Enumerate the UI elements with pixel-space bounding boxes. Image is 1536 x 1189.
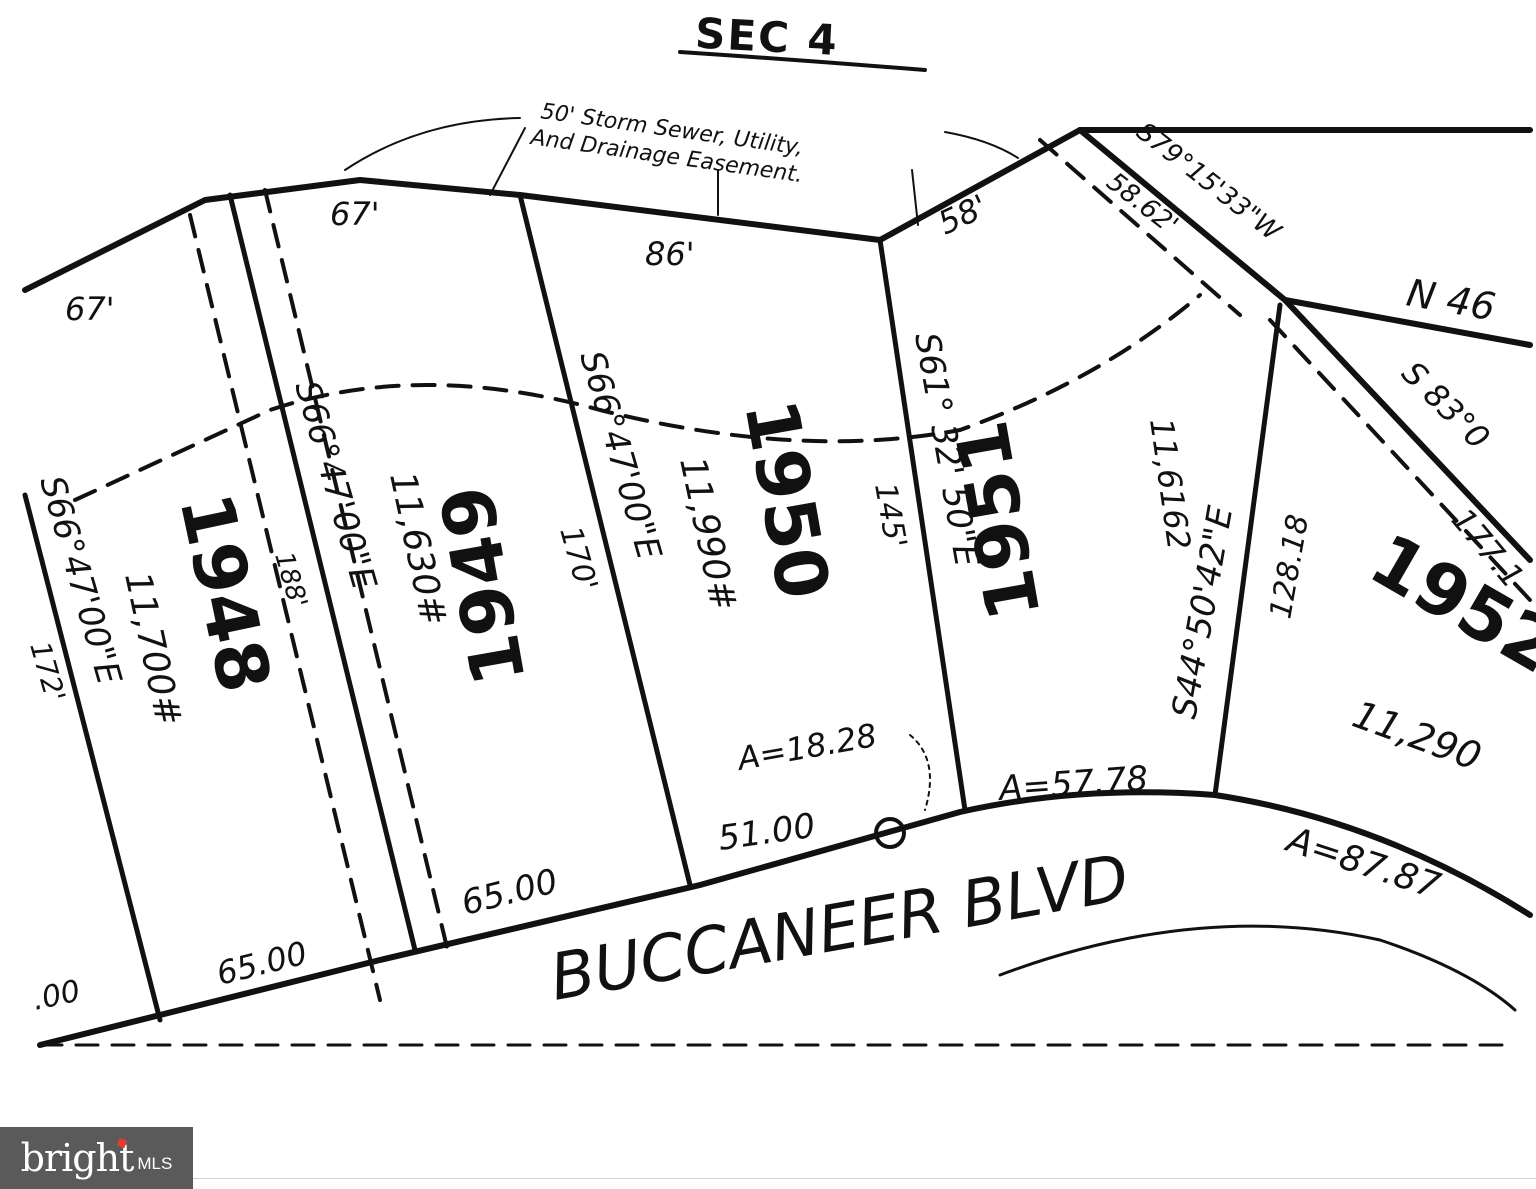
depth-50: 170' (552, 523, 604, 596)
lot-area-1950: 11,990# (671, 453, 744, 614)
logo-wordmark: bright (20, 1136, 135, 1180)
easement-dash-ne (1038, 138, 1242, 317)
arc-leader (909, 734, 931, 811)
footer-divider (193, 1178, 1536, 1179)
depth-48: 188' (268, 549, 312, 612)
monument-marker (874, 817, 906, 849)
easement-dash-a (188, 213, 382, 1002)
rear-dim-51: 58' (932, 187, 993, 242)
lot-number-1948: 1948 (163, 486, 287, 699)
rear-dim-left: 67' (65, 290, 115, 328)
easement-dash-b (263, 188, 452, 962)
road-name: BUCCANEER BLVD (545, 841, 1134, 1016)
lot-line-left (22, 492, 163, 1023)
depth-52: 128.18 (1263, 512, 1316, 621)
arc-length-a: A=18.28 (733, 716, 880, 778)
easement-leader-5 (944, 131, 1019, 159)
rear-dim-48: 67' (330, 195, 380, 233)
easement-dash-right (1268, 318, 1532, 602)
lot-line-51-52 (1212, 302, 1283, 798)
easement-leader-2 (489, 127, 526, 196)
bearing-right: S 83°0 (1394, 354, 1497, 457)
depth-51: 145' (867, 480, 913, 551)
frontage-49: 65.00 (458, 861, 562, 923)
boundary-n46 (1282, 297, 1533, 348)
lot-line-48-49 (227, 192, 418, 953)
lot-number-1950: 1950 (728, 393, 846, 605)
lot-line-50-51 (877, 237, 968, 813)
frontage-left: .00 (29, 974, 83, 1018)
road-curve-south (998, 924, 1517, 1012)
boundary-s83 (1282, 297, 1533, 563)
title-underline (678, 50, 927, 72)
rear-dim-50: 86' (645, 235, 695, 273)
bright-mls-logo: bright MLS (0, 1127, 193, 1189)
easement-leader-4 (911, 169, 919, 226)
bearing-top-c: N 46 (1403, 271, 1498, 330)
road-edge-north (37, 789, 1533, 1048)
logo-suffix: MLS (137, 1154, 173, 1173)
lot-area-1948: 11,700# (116, 568, 189, 729)
frontage-50: 51.00 (716, 806, 818, 859)
lot-area-1952: 11,290 (1347, 692, 1487, 779)
boundary-ne (1077, 127, 1288, 303)
easement-leader-1 (344, 117, 521, 171)
lot-area-1951: 11,6162 (1142, 416, 1198, 552)
arc-length-51: A=57.78 (996, 759, 1150, 809)
lot-line-49-50 (517, 192, 693, 888)
lot-number-1951: 1951 (939, 415, 1057, 627)
